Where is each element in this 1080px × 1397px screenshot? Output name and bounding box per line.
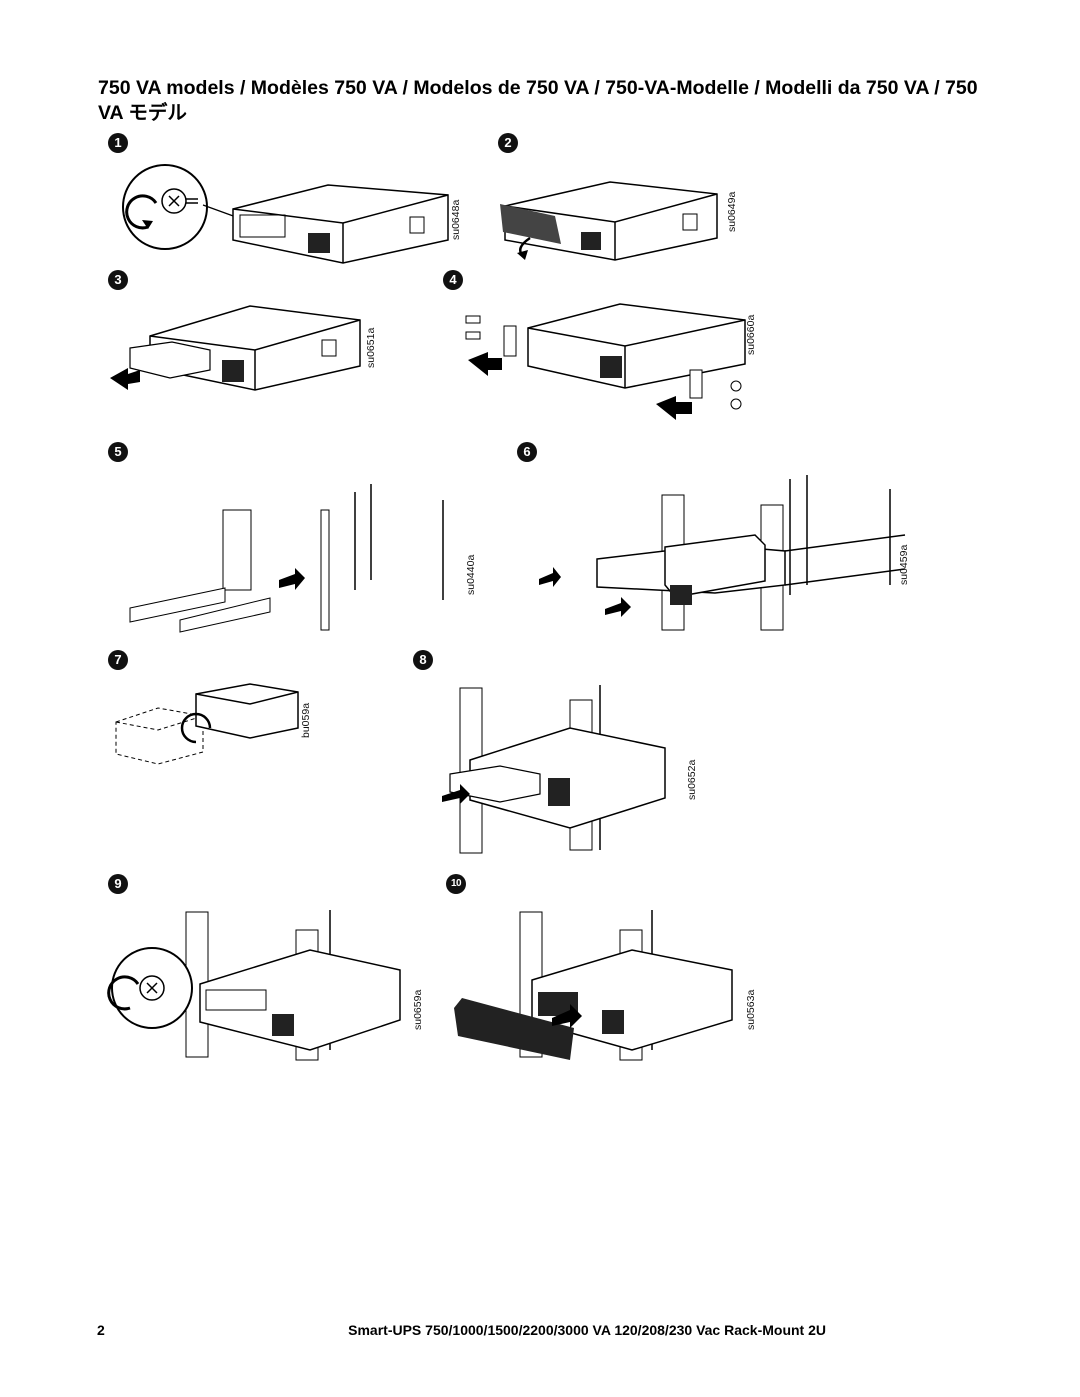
step-10-illustration: [454, 910, 733, 1061]
figure-code-step-3: su0651a: [365, 327, 377, 368]
step-7-illustration: [115, 683, 299, 765]
page-number: 2: [97, 1322, 105, 1338]
step-1-marker: 1: [108, 133, 128, 153]
step-5-marker: 5: [108, 442, 128, 462]
step-2-illustration: [500, 181, 718, 261]
figure-code-step-6: su0459a: [898, 544, 910, 585]
step-3-illustration: [110, 305, 361, 391]
step-1-illustration: [122, 164, 449, 264]
step-4-illustration: [465, 303, 746, 420]
figure-code-step-4: su0660a: [745, 314, 757, 355]
step-6-illustration: [539, 475, 906, 631]
page-heading: 750 VA models / Modèles 750 VA / Modelos…: [98, 77, 978, 124]
figure-code-step-1: su0648a: [450, 199, 462, 240]
figure-code-step-7: bu059a: [300, 702, 312, 738]
footer-document-title: Smart-UPS 750/1000/1500/2200/3000 VA 120…: [348, 1322, 826, 1338]
figure-code-step-10: su0563a: [745, 989, 757, 1030]
figure-code-step-2: su0649a: [726, 191, 738, 232]
step-4-marker: 4: [443, 270, 463, 290]
figure-code-step-5: su0440a: [465, 554, 477, 595]
step-6-marker: 6: [517, 442, 537, 462]
figure-code-step-9: su0659a: [412, 989, 424, 1030]
step-8-marker: 8: [413, 650, 433, 670]
step-8-illustration: [442, 685, 666, 854]
step-10-marker: 10: [446, 874, 466, 894]
step-9-marker: 9: [108, 874, 128, 894]
figure-code-step-8: su0652a: [686, 759, 698, 800]
step-9-illustration: [107, 910, 401, 1061]
step-3-marker: 3: [108, 270, 128, 290]
step-5-illustration: [129, 484, 444, 633]
step-2-marker: 2: [498, 133, 518, 153]
step-7-marker: 7: [108, 650, 128, 670]
